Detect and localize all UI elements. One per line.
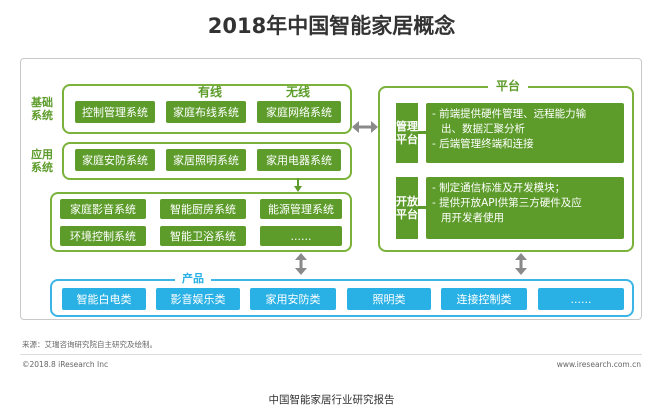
figure-caption: 中国智能家居行业研究报告 [268, 394, 395, 406]
home-appliance-system: 家用电器系统 [257, 149, 341, 171]
products-header: 产品 [182, 272, 204, 285]
open-platform-label: 开放 平台 [396, 177, 418, 239]
source-note: 来源：艾瑞咨询研究院自主研究及绘制。 [22, 340, 157, 349]
home-network-system: 家庭网络系统 [257, 101, 341, 123]
home-av-system: 家庭影音系统 [60, 199, 146, 219]
more-systems: ...... [260, 226, 342, 246]
double-arrow-vertical-right-icon [515, 253, 527, 275]
footer-divider [20, 354, 642, 355]
smart-bathroom-system: 智能卫浴系统 [160, 226, 246, 246]
website: www.iresearch.com.cn [556, 360, 641, 369]
product-av-entertainment: 影音娱乐类 [156, 288, 240, 310]
management-point-1-cont: 出、数据汇聚分析 [441, 123, 525, 135]
energy-management-system: 能源管理系统 [260, 199, 342, 219]
home-security-system: 家庭安防系统 [75, 149, 155, 171]
wireless-header: 无线 [285, 85, 310, 99]
smart-kitchen-system: 智能厨房系统 [160, 199, 246, 219]
page-title: 2018年中国智能家居概念 [207, 14, 456, 38]
product-home-security: 家用安防类 [250, 288, 336, 310]
product-white-goods: 智能白电类 [62, 288, 146, 310]
diagram-frame [20, 58, 642, 320]
application-system-label: 应用 系统 [31, 148, 53, 174]
environment-control-system: 环境控制系统 [60, 226, 146, 246]
home-lighting-system: 家居照明系统 [166, 149, 246, 171]
management-point-2: - 后端管理终端和连接 [432, 138, 534, 150]
basic-system-label: 基础 系统 [31, 96, 53, 122]
open-point-1: - 制定通信标准及开发模块； [432, 182, 566, 194]
open-point-2-cont: 用开发者使用 [441, 212, 504, 224]
products-header-bg [175, 272, 211, 284]
open-point-2: - 提供开放API供第三方硬件及应 [432, 197, 582, 209]
open-platform-description: - 制定通信标准及开发模块； - 提供开放API供第三方硬件及应 用开发者使用 [426, 177, 624, 239]
down-arrow-small [294, 178, 302, 192]
platform-header: 平台 [495, 79, 520, 93]
product-more: ...... [538, 288, 624, 310]
products-box [50, 279, 634, 317]
management-platform-label: 管理 平台 [396, 103, 418, 163]
management-point-1: - 前端提供硬件管理、远程能力输 [432, 108, 587, 120]
double-arrow-vertical-left-icon [295, 253, 307, 275]
wired-header: 有线 [197, 85, 222, 99]
product-lighting: 照明类 [347, 288, 431, 310]
management-connector [418, 131, 426, 134]
management-platform-description: - 前端提供硬件管理、远程能力输 出、数据汇聚分析 - 后端管理终端和连接 [426, 103, 624, 163]
platform-header-bg [488, 80, 528, 94]
home-wiring-system: 家庭布线系统 [166, 101, 246, 123]
control-management-system: 控制管理系统 [75, 101, 155, 123]
open-connector [418, 206, 426, 209]
product-connection-control: 连接控制类 [441, 288, 527, 310]
copyright: ©2018.8 iResearch Inc [22, 360, 109, 369]
double-arrow-horizontal-icon [352, 121, 378, 133]
